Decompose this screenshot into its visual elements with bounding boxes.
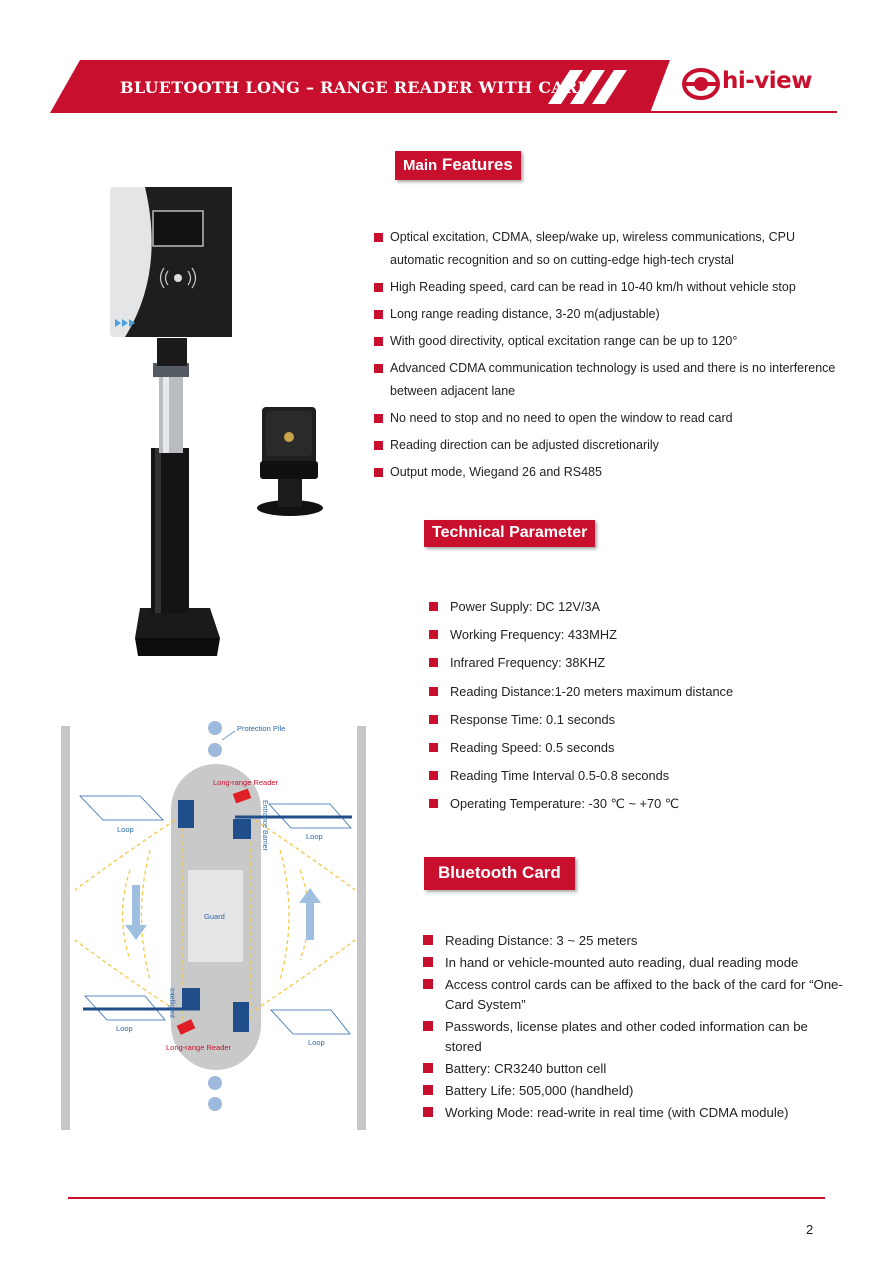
long-range-reader-image [110,187,232,656]
list-item: Reading Distance:1-20 meters maximum dis… [429,682,829,702]
list-item: Operating Temperature: -30 ℃ ~ +70 ℃ [429,794,829,814]
list-item: Infrared Frequency: 38KHZ [429,653,829,673]
technical-parameter-heading: Technical Parameter [424,520,596,547]
brand-logo: hi-view [682,66,832,102]
technical-parameter-list: Power Supply: DC 12V/3A Working Frequenc… [429,597,829,823]
list-item: Battery: CR3240 button cell [423,1059,843,1079]
document-title: BLUETOOTH LONG – RANGE READER WITH CARD [120,78,592,97]
footer-rule [68,1197,825,1199]
reader-label-bottom: Long-range Reader [166,1043,232,1052]
list-item: Working Mode: read-write in real time (w… [423,1103,843,1123]
loop-label: Loop [117,825,134,834]
list-item: No need to stop and no need to open the … [374,407,844,430]
header-banner: BLUETOOTH LONG – RANGE READER WITH CARD [50,60,670,113]
lane-layout-diagram: Protection Pile Long-range Reader Long-r… [55,720,370,1132]
loop-label: Loop [116,1024,133,1033]
list-item: Reading Time Interval 0.5-0.8 seconds [429,766,829,786]
brand-name: hi-view [722,68,813,94]
banner-background [50,60,670,113]
list-item: Response Time: 0.1 seconds [429,710,829,730]
list-item: Long range reading distance, 3-20 m(adju… [374,303,844,326]
list-item: Access control cards can be affixed to t… [423,975,843,1015]
bluetooth-card-image [257,407,323,516]
entrance-barrier-label: Entrance Barrier [261,800,268,851]
loop-label: Loop [308,1038,325,1047]
bluetooth-card-list: Reading Distance: 3 ~ 25 meters In hand … [423,931,843,1125]
list-item: Battery Life: 505,000 (handheld) [423,1081,843,1101]
reader-label-top: Long-range Reader [213,778,279,787]
list-item: In hand or vehicle-mounted auto reading,… [423,953,843,973]
header-rule [638,111,837,113]
lane-layout-drawing [61,721,366,1130]
list-item: Reading Distance: 3 ~ 25 meters [423,931,843,951]
list-item: Optical excitation, CDMA, sleep/wake up,… [374,226,844,272]
eye-logo-icon [682,68,720,100]
list-item: Output mode, Wiegand 26 and RS485 [374,461,844,484]
list-item: With good directivity, optical excitatio… [374,330,844,353]
list-item: Working Frequency: 433MHZ [429,625,829,645]
list-item: Reading Speed: 0.5 seconds [429,738,829,758]
page-number: 2 [806,1222,814,1237]
loop-label: Loop [306,832,323,841]
list-item: Advanced CDMA communication technology i… [374,357,844,403]
list-item: Passwords, license plates and other code… [423,1017,843,1057]
main-features-list: Optical excitation, CDMA, sleep/wake up,… [374,226,844,488]
guard-label: Guard [204,912,225,921]
protection-pile-label: Protection Pile [237,724,286,733]
exit-barrier-label: Intelligent [168,988,175,1018]
bluetooth-card-heading: Bluetooth Card [424,857,575,890]
list-item: Reading direction can be adjusted discre… [374,434,844,457]
list-item: Power Supply: DC 12V/3A [429,597,829,617]
list-item: High Reading speed, card can be read in … [374,276,844,299]
main-features-heading: Main Features [395,151,521,180]
